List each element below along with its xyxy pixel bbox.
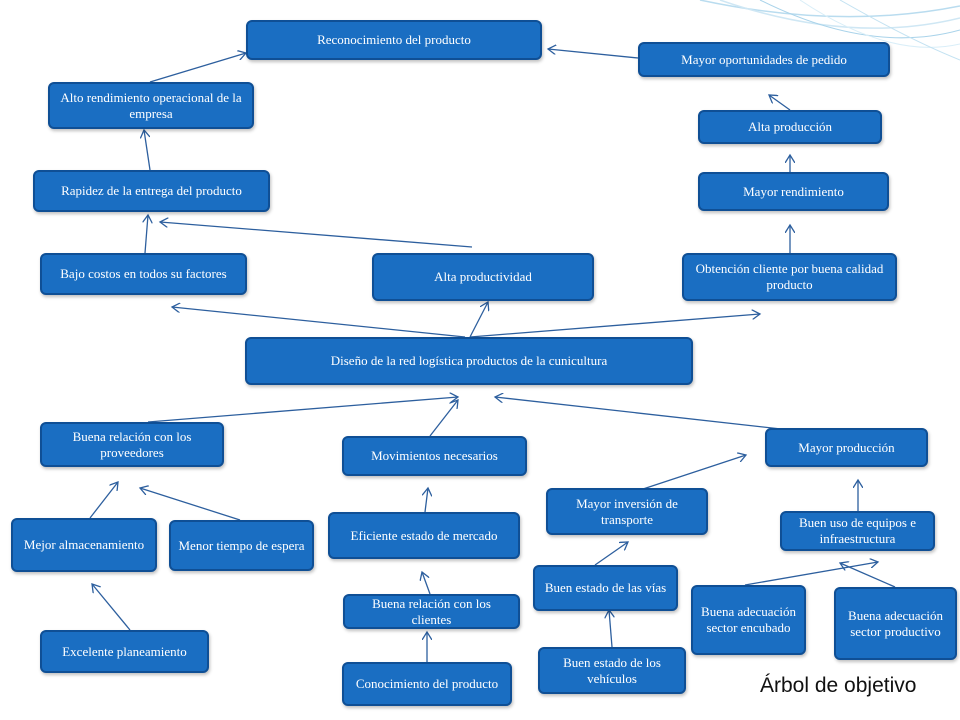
node-buena-relacion-proveedores: Buena relación con los proveedores [40,422,224,467]
node-buen-uso-equipos: Buen uso de equipos e infraestructura [780,511,935,551]
node-excelente-planeamiento: Excelente planeamiento [40,630,209,673]
node-eficiente-estado-mercado: Eficiente estado de mercado [328,512,520,559]
node-mayor-oportunidades-pedido: Mayor oportunidades de pedido [638,42,890,77]
node-menor-tiempo-espera: Menor tiempo de espera [169,520,314,571]
node-alta-produccion: Alta producción [698,110,882,144]
node-mayor-rendimiento: Mayor rendimiento [698,172,889,211]
node-rapidez-entrega-producto: Rapidez de la entrega del producto [33,170,270,212]
node-alta-productividad: Alta productividad [372,253,594,301]
node-buena-adecuacion-encubado: Buena adecuación sector encubado [691,585,806,655]
node-conocimiento-producto: Conocimiento del producto [342,662,512,706]
node-bajo-costos: Bajo costos en todos su factores [40,253,247,295]
node-movimientos-necesarios: Movimientos necesarios [342,436,527,476]
node-buen-estado-vias: Buen estado de las vías [533,565,678,611]
node-mayor-produccion: Mayor producción [765,428,928,467]
node-buena-relacion-clientes: Buena relación con los clientes [343,594,520,629]
node-mejor-almacenamiento: Mejor almacenamiento [11,518,157,572]
node-buen-estado-vehiculos: Buen estado de los vehículos [538,647,686,694]
node-alto-rendimiento-operacional: Alto rendimiento operacional de la empre… [48,82,254,129]
diagram-title: Árbol de objetivo [760,674,917,697]
node-buena-adecuacion-productivo: Buena adecuación sector productivo [834,587,957,660]
node-obtencion-cliente: Obtención cliente por buena calidad prod… [682,253,897,301]
node-diseno-red-logistica: Diseño de la red logística productos de … [245,337,693,385]
node-reconocimiento-producto: Reconocimiento del producto [246,20,542,60]
node-mayor-inversion-transporte: Mayor inversión de transporte [546,488,708,535]
